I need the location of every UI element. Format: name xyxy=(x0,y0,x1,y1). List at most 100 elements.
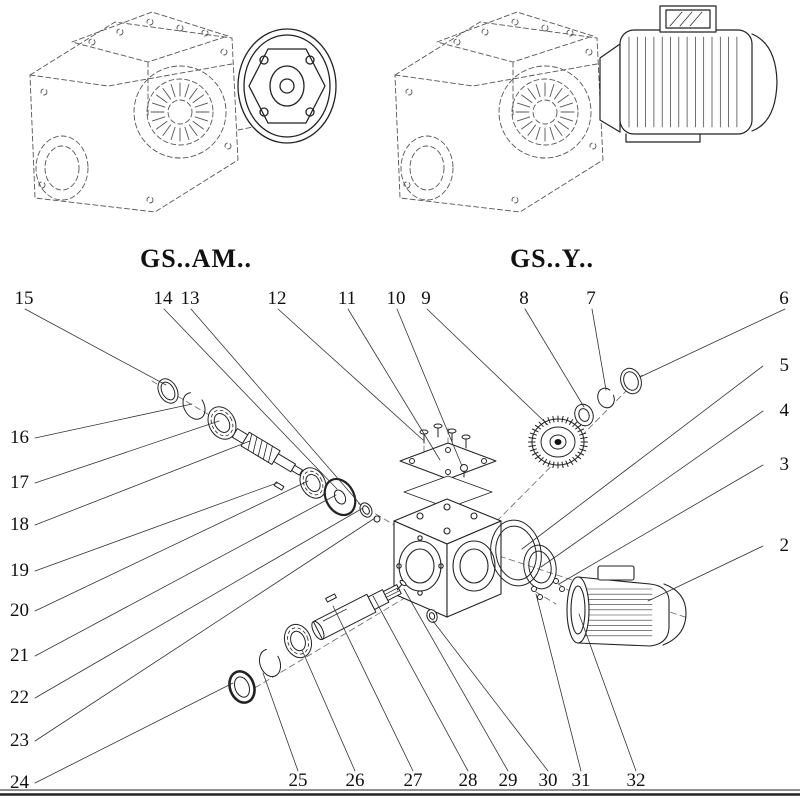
leader-line-12 xyxy=(277,308,424,441)
callout-8: 8 xyxy=(519,288,529,309)
leader-line-3 xyxy=(558,464,764,585)
output-flange-drawing xyxy=(237,28,337,144)
callout-12: 12 xyxy=(268,288,287,309)
leader-line-17 xyxy=(34,420,220,484)
callout-31: 31 xyxy=(572,770,591,791)
callout-4: 4 xyxy=(780,400,790,421)
callout-2: 2 xyxy=(780,535,790,556)
leader-line-11 xyxy=(347,308,441,461)
leader-line-29 xyxy=(403,588,509,772)
part-circlip-16 xyxy=(182,392,206,420)
exploded-assembly xyxy=(151,367,689,704)
part-worm-shaft-18 xyxy=(231,428,303,476)
callout-27: 27 xyxy=(404,770,423,791)
part-circlip-25 xyxy=(258,648,282,678)
leader-line-30 xyxy=(432,620,549,772)
part-circlip-7 xyxy=(597,387,615,409)
callout-32: 32 xyxy=(627,770,646,791)
leader-line-18 xyxy=(34,440,251,526)
leader-line-24 xyxy=(34,682,234,784)
part-bolt-29 xyxy=(396,579,407,591)
variant-title-gs-am: GS..AM.. xyxy=(140,244,252,273)
leader-line-15 xyxy=(24,308,167,386)
callout-17: 17 xyxy=(10,472,29,493)
part-cover-plate-11 xyxy=(399,442,497,480)
gearbox-gs-am-drawing xyxy=(29,11,337,213)
part-bolts-3 xyxy=(553,578,565,592)
part-end-cover-21 xyxy=(323,477,357,517)
gearbox-gs-y-drawing xyxy=(394,5,778,213)
callout-24: 24 xyxy=(10,772,30,793)
leader-line-14 xyxy=(163,308,338,490)
callout-5: 5 xyxy=(780,355,790,376)
leader-line-28 xyxy=(372,595,469,772)
callout-13: 13 xyxy=(181,288,200,309)
callout-3: 3 xyxy=(780,454,790,475)
part-flange-ring-5 xyxy=(490,519,542,587)
part-worm-gear-9 xyxy=(528,415,588,469)
callout-14: 14 xyxy=(154,288,174,309)
part-motor-2 xyxy=(566,565,687,647)
part-seal-4 xyxy=(523,544,557,590)
cover-bolts xyxy=(419,423,471,449)
part-washer-30 xyxy=(426,609,438,623)
leader-line-7 xyxy=(591,308,607,391)
callout-7: 7 xyxy=(586,288,596,309)
leader-line-20 xyxy=(34,480,309,612)
gearbox-housing-dashed xyxy=(29,11,261,213)
variant-title-gs-y: GS..Y.. xyxy=(509,244,595,273)
leader-line-9 xyxy=(426,308,549,426)
callout-28: 28 xyxy=(459,770,478,791)
callout-9: 9 xyxy=(421,288,431,309)
callout-18: 18 xyxy=(10,514,29,535)
leader-line-8 xyxy=(524,308,585,408)
part-gasket-12 xyxy=(403,475,493,509)
callout-21: 21 xyxy=(10,645,29,666)
leader-line-13 xyxy=(190,308,361,505)
callout-19: 19 xyxy=(10,560,29,581)
leader-line-26 xyxy=(301,649,356,772)
callout-29: 29 xyxy=(499,770,518,791)
callout-30: 30 xyxy=(539,770,558,791)
callout-20: 20 xyxy=(10,600,29,621)
callout-26: 26 xyxy=(346,770,365,791)
callout-15: 15 xyxy=(15,288,34,309)
leader-line-22 xyxy=(34,507,364,699)
part-vent-plug-10 xyxy=(460,464,468,478)
callout-23: 23 xyxy=(10,730,29,751)
part-ring-15 xyxy=(157,378,179,404)
gearbox-housing-dashed xyxy=(394,11,604,213)
leader-line-5 xyxy=(521,365,764,550)
leader-line-32 xyxy=(578,613,637,772)
callout-10: 10 xyxy=(387,288,406,309)
leader-line-21 xyxy=(34,494,337,657)
callout-11: 11 xyxy=(338,288,356,309)
leader-line-4 xyxy=(540,410,764,568)
motor-fins xyxy=(583,588,653,637)
motor-drawing xyxy=(599,5,778,143)
part-ring-22 xyxy=(359,502,373,518)
leader-line-16 xyxy=(34,403,193,439)
leader-line-23 xyxy=(34,517,376,742)
part-oil-seal-24 xyxy=(228,670,256,704)
callout-16: 16 xyxy=(10,427,29,448)
leader-line-2 xyxy=(647,545,764,602)
leader-line-31 xyxy=(535,593,582,772)
callout-25: 25 xyxy=(289,770,308,791)
motor-fins xyxy=(628,36,738,128)
sheet-border xyxy=(0,789,800,796)
part-bearing-20 xyxy=(299,467,327,499)
input-seal-starburst xyxy=(150,82,210,142)
part-ring-6 xyxy=(620,367,642,395)
leader-line-19 xyxy=(34,482,278,572)
leader-line-10 xyxy=(396,308,463,467)
part-housing xyxy=(393,498,502,618)
callout-22: 22 xyxy=(10,687,29,708)
part-output-shaft-28 xyxy=(311,584,402,641)
gear-teeth xyxy=(528,415,588,469)
part-plug-23 xyxy=(373,515,381,523)
part-bolts-31 xyxy=(531,586,543,600)
